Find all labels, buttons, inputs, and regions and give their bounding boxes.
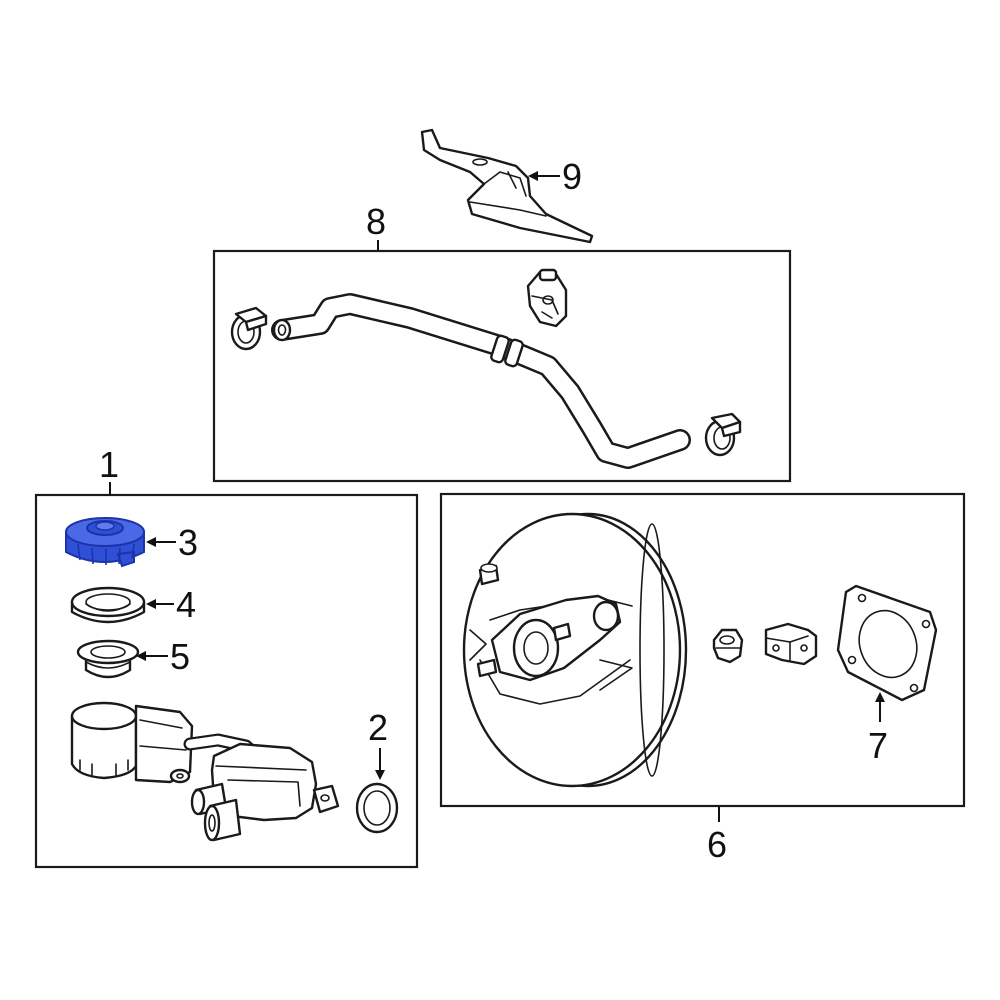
hose-clamp-left[interactable]: [230, 306, 268, 351]
master-cylinder-box: [34, 493, 419, 869]
bracket-part-9[interactable]: [420, 128, 594, 244]
strainer-part-4[interactable]: [70, 586, 146, 624]
callout-4: 4: [176, 584, 196, 625]
callout-3: 3: [178, 522, 198, 563]
o-ring-part-2[interactable]: [355, 782, 399, 834]
brake-booster-box: [439, 492, 966, 808]
booster-nut[interactable]: [712, 628, 744, 664]
seal-part-5[interactable]: [76, 639, 140, 679]
reservoir-cap-part-3[interactable]: [65, 517, 145, 568]
callout-2: 2: [368, 707, 388, 748]
hose-clamp-right[interactable]: [704, 412, 742, 457]
master-cylinder-body[interactable]: [70, 701, 340, 842]
callout-8: 8: [366, 201, 386, 242]
hose-assembly-box: [212, 249, 792, 483]
callout-5: 5: [170, 636, 190, 677]
callout-1: 1: [99, 444, 119, 485]
callout-6: 6: [707, 824, 727, 865]
brake-booster[interactable]: [462, 512, 688, 788]
gasket-part-7[interactable]: [836, 584, 938, 702]
vacuum-hose[interactable]: [271, 293, 691, 469]
callout-9: 9: [562, 156, 582, 197]
booster-spacer[interactable]: [764, 622, 818, 666]
callout-7: 7: [868, 725, 888, 766]
check-valve-clip[interactable]: [526, 268, 568, 328]
